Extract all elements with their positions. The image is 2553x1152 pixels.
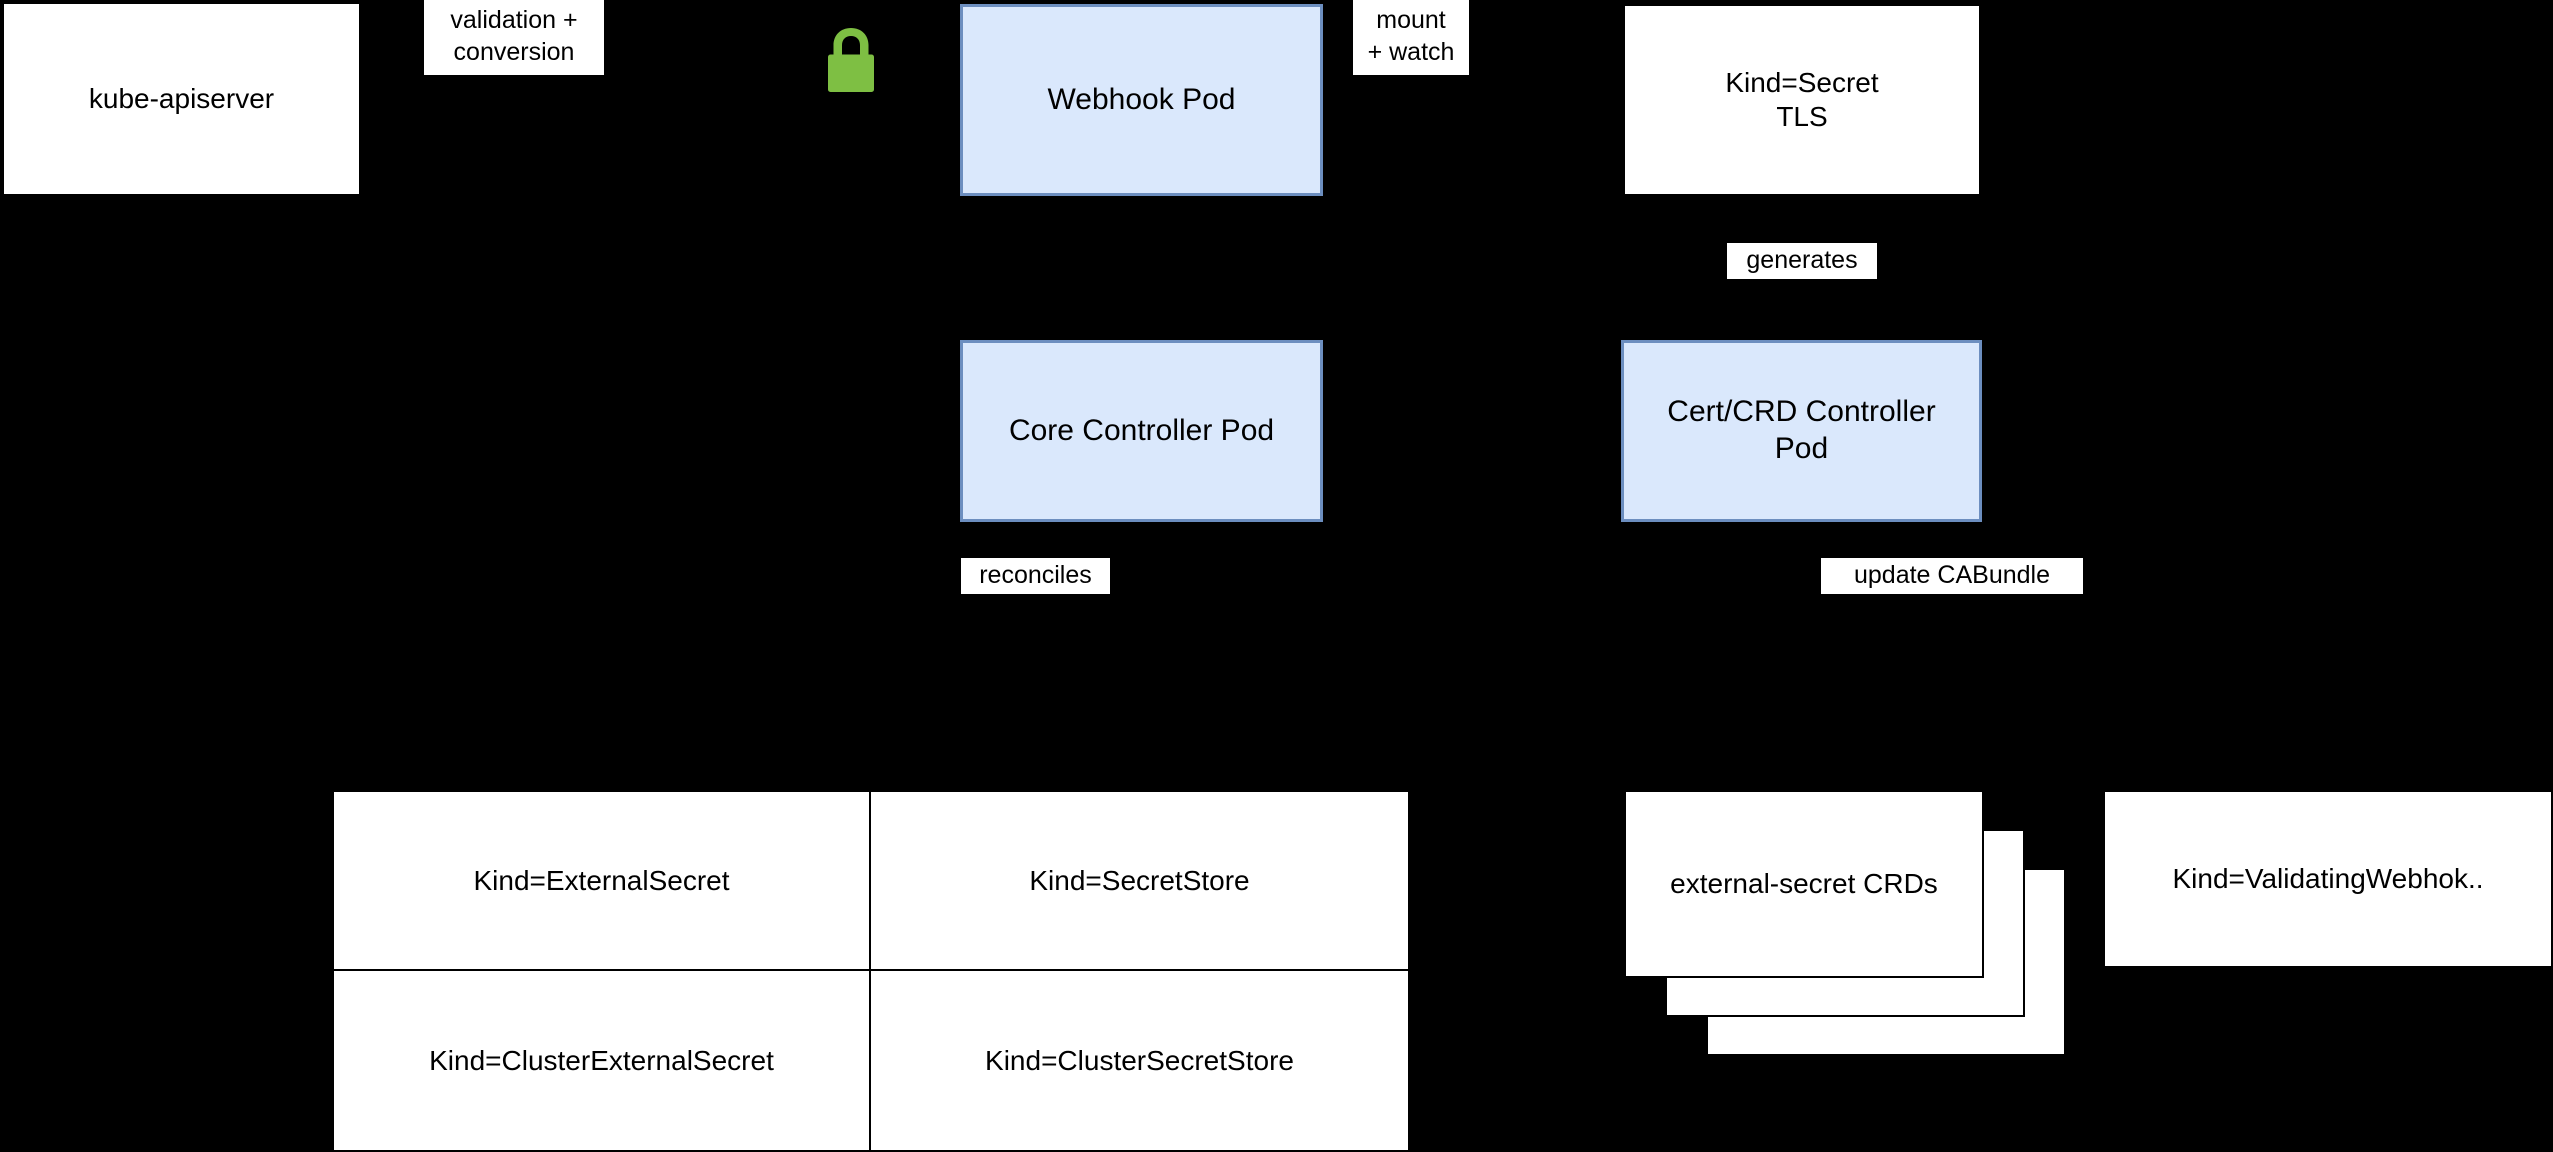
node-core-controller-pod-label: Core Controller Pod: [1008, 413, 1275, 447]
node-secret-tls-line2: TLS: [1776, 101, 1828, 132]
table-row[interactable]: Kind=ExternalSecret: [334, 792, 871, 971]
node-validating-webhook-label: Kind=ValidatingWebhok..: [2172, 862, 2484, 894]
edge-label-validation-conversion: validation + conversion: [424, 0, 604, 75]
node-external-secret-crds[interactable]: external-secret CRDs: [1624, 790, 1984, 978]
node-validating-webhook[interactable]: Kind=ValidatingWebhok..: [2103, 790, 2553, 968]
edge-label-update-cabundle: update CABundle: [1821, 558, 2083, 594]
edge-label-generates: generates: [1727, 243, 1877, 279]
table-row[interactable]: Kind=ClusterSecretStore: [871, 971, 1408, 1150]
node-kube-apiserver[interactable]: kube-apiserver: [2, 2, 361, 196]
node-kube-apiserver-label: kube-apiserver: [88, 82, 275, 114]
lock-icon-svg: [828, 28, 874, 92]
edge-label-mount-watch: mount + watch: [1353, 0, 1469, 75]
lock-icon: [822, 24, 880, 92]
table-row[interactable]: Kind=SecretStore: [871, 792, 1408, 971]
kinds-cell-external-secret: Kind=ExternalSecret: [473, 864, 730, 896]
table-row[interactable]: Kind=ClusterExternalSecret: [334, 971, 871, 1150]
node-webhook-pod[interactable]: Webhook Pod: [960, 4, 1323, 196]
kinds-cell-cluster-external-secret: Kind=ClusterExternalSecret: [429, 1044, 774, 1076]
node-core-controller-pod[interactable]: Core Controller Pod: [960, 340, 1323, 522]
kinds-table: Kind=ExternalSecret Kind=SecretStore Kin…: [332, 790, 1410, 1152]
edge-label-reconciles: reconciles: [961, 558, 1110, 594]
node-external-secret-crds-stack[interactable]: external-secret CRDs: [1624, 790, 2066, 1056]
kinds-cell-cluster-secret-store: Kind=ClusterSecretStore: [985, 1044, 1294, 1076]
node-cert-crd-line1: Cert/CRD Controller: [1667, 395, 1936, 429]
node-external-secret-crds-label: external-secret CRDs: [1670, 868, 1938, 899]
node-webhook-pod-label: Webhook Pod: [1047, 82, 1236, 116]
node-secret-tls-line1: Kind=Secret: [1725, 66, 1879, 98]
kinds-cell-secret-store: Kind=SecretStore: [1029, 864, 1250, 896]
node-cert-crd-line2: Pod: [1774, 432, 1829, 465]
